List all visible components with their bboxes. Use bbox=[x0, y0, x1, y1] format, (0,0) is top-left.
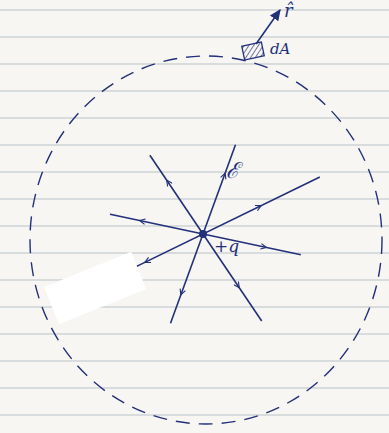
ruled-line bbox=[0, 334, 389, 335]
field-line bbox=[150, 155, 262, 321]
ruled-line bbox=[0, 91, 389, 92]
point-charge bbox=[199, 230, 207, 238]
ruled-lines bbox=[0, 10, 389, 415]
ruled-line bbox=[0, 145, 389, 146]
field-arrow bbox=[142, 221, 148, 222]
handwritten-label: dA bbox=[270, 42, 290, 57]
field-arrow bbox=[222, 176, 224, 182]
handwritten-label: ℰ bbox=[226, 160, 239, 182]
handwritten-label: r̂ bbox=[284, 2, 293, 20]
field-arrow bbox=[147, 259, 152, 262]
ruled-line bbox=[0, 253, 389, 254]
ruled-line bbox=[0, 10, 389, 11]
ruled-line bbox=[0, 361, 389, 362]
gaussian-surface bbox=[30, 56, 382, 424]
ruled-line bbox=[0, 172, 389, 173]
ruled-line bbox=[0, 226, 389, 227]
field-arrow bbox=[234, 280, 237, 285]
field-line bbox=[110, 214, 301, 255]
area-element bbox=[242, 42, 264, 60]
field-arrow bbox=[253, 207, 258, 210]
handwritten-label: +q bbox=[214, 238, 239, 255]
field-arrow bbox=[258, 246, 264, 247]
ruled-line bbox=[0, 118, 389, 119]
ruled-line bbox=[0, 388, 389, 389]
ruled-line bbox=[0, 199, 389, 200]
ruled-line bbox=[0, 37, 389, 38]
normal-vector bbox=[256, 10, 280, 44]
ruled-line bbox=[0, 64, 389, 65]
ruled-line bbox=[0, 415, 389, 416]
ruled-line bbox=[0, 280, 389, 281]
blank-patch bbox=[44, 252, 146, 324]
field-line bbox=[171, 145, 236, 324]
field-arrow bbox=[168, 183, 171, 188]
field-arrow bbox=[182, 287, 184, 293]
